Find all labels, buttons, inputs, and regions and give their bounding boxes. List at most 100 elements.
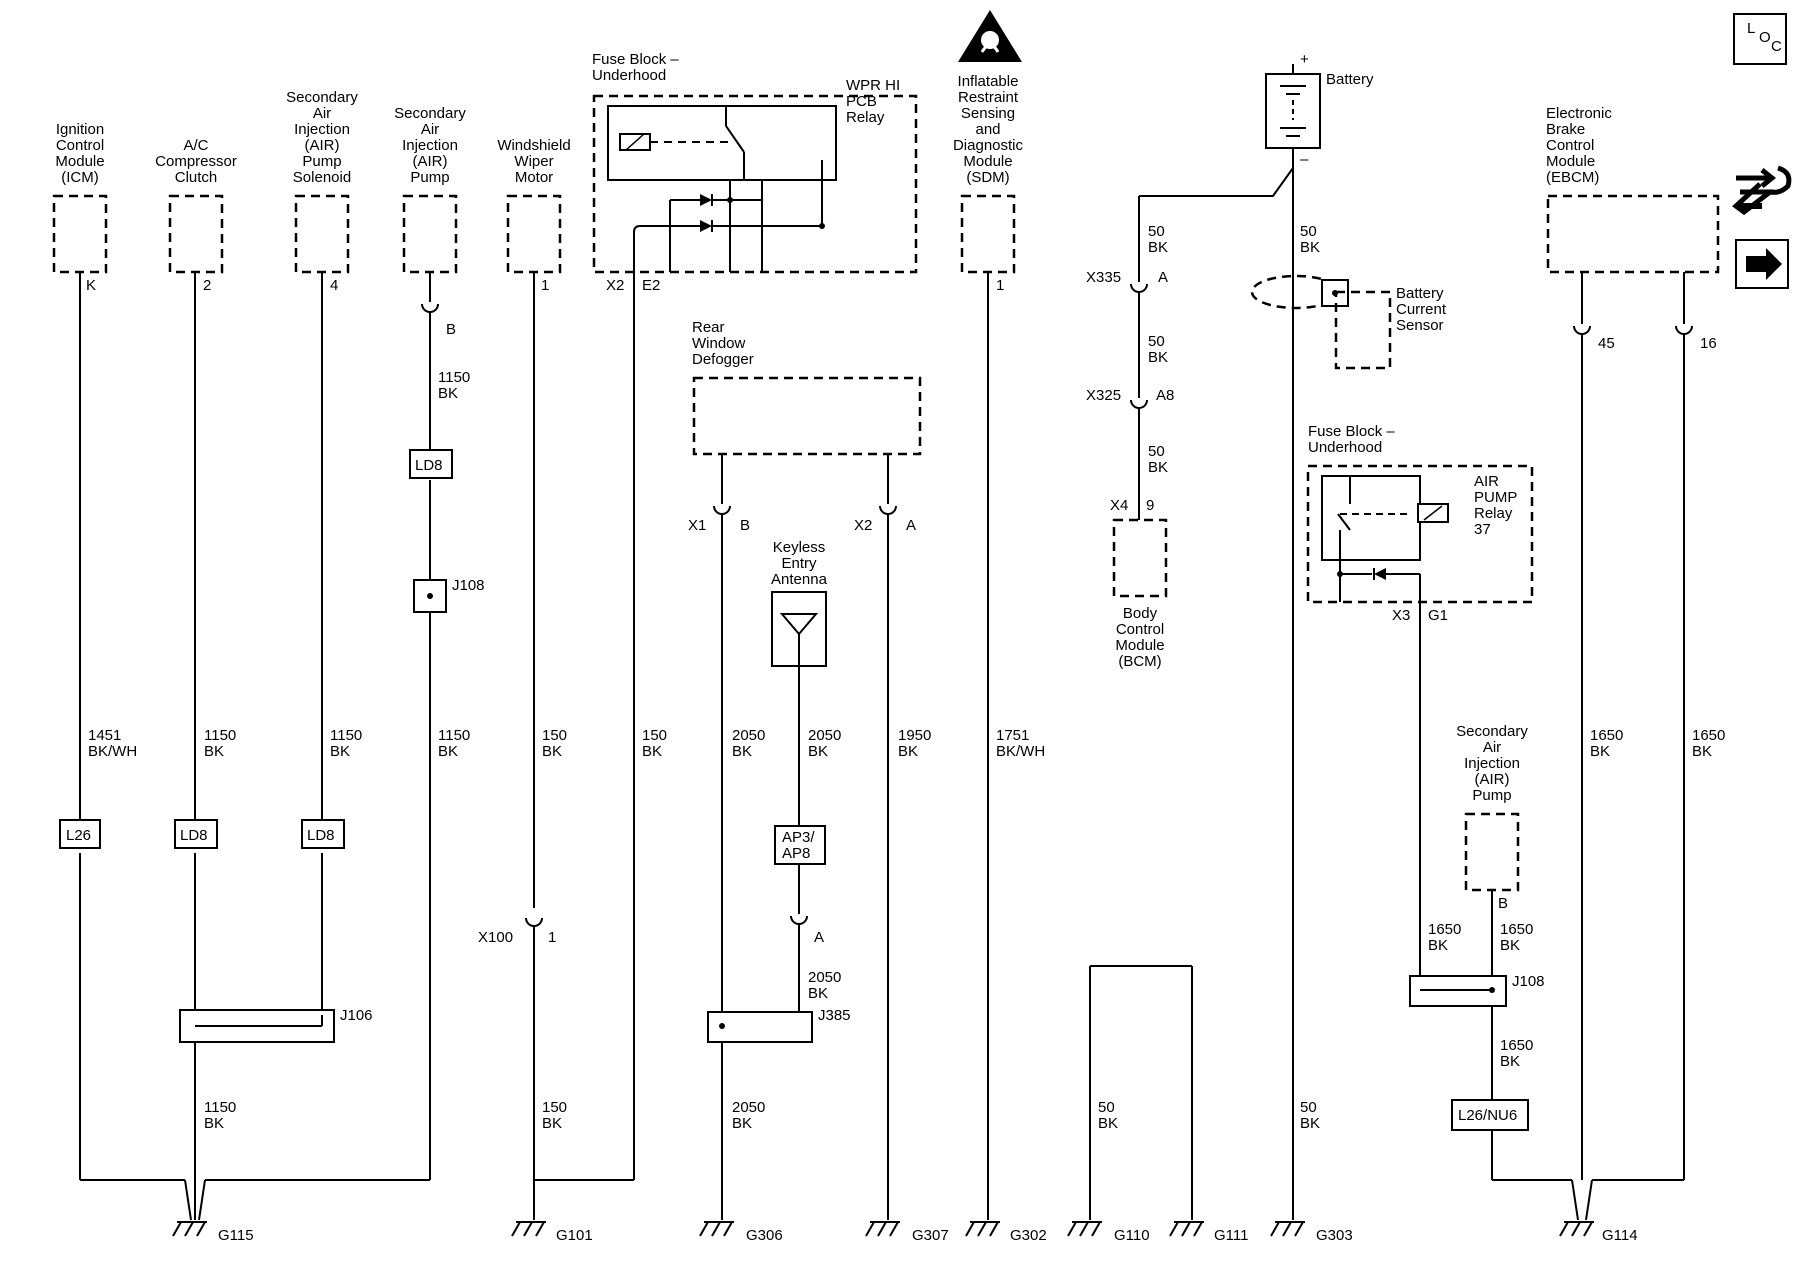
- component-label-fuse-block-top: Fuse Block –: [592, 51, 679, 68]
- wire-label-wiper-bot: 150: [542, 1099, 567, 1116]
- component-label-air-pump-right: Injection: [1464, 755, 1520, 772]
- ground-symbol-g110: [1067, 1221, 1102, 1237]
- pin-label: 45: [1598, 335, 1615, 352]
- component-label-wiper-motor: Motor: [515, 169, 553, 186]
- wire-label-air-bot: 1150: [438, 727, 470, 744]
- splice-j108: J108: [452, 577, 485, 594]
- wrench-icon[interactable]: [1732, 165, 1792, 216]
- option-ld8: LD8: [415, 457, 443, 474]
- option-l26: L26: [66, 827, 91, 844]
- wire-label-g110: 50: [1098, 1099, 1115, 1116]
- pin-label: X335: [1086, 269, 1121, 286]
- component-label-air-pump-left: Air: [421, 121, 439, 138]
- wire-label-ebcm16: 1650: [1692, 727, 1725, 744]
- pin-label: 2: [203, 277, 211, 294]
- component-label-icm: Control: [56, 137, 104, 154]
- battery-minus: –: [1300, 151, 1309, 168]
- component-label-ebcm: Electronic: [1546, 105, 1612, 122]
- wire-label-j108-bot: 1650: [1500, 1037, 1533, 1054]
- component-label-air-pump-left: Pump: [410, 169, 449, 186]
- loc-letter: O: [1759, 29, 1771, 46]
- wire-label-defog-bot: 2050: [732, 1099, 765, 1116]
- wire-label-ac: BK: [204, 743, 224, 760]
- component-label-fuse-block-right: Fuse Block –: [1308, 423, 1395, 440]
- component-label-air-solenoid: Secondary: [286, 89, 358, 106]
- component-label-keyless-antenna: Keyless: [773, 539, 826, 556]
- component-label-current-sensor: Battery: [1396, 285, 1444, 302]
- wire-label-batt-bot: 50: [1300, 1099, 1317, 1116]
- component-label-rear-defogger: Rear: [692, 319, 725, 336]
- ground-symbol-g111: [1169, 1221, 1204, 1237]
- pin-label: 1: [548, 929, 556, 946]
- ground-symbol-g101: [511, 1221, 546, 1237]
- pin-label: X1: [688, 517, 706, 534]
- pin-label: 1: [541, 277, 549, 294]
- component-label-icm: Module: [55, 153, 104, 170]
- component-label-sdm: Module: [963, 153, 1012, 170]
- wire-label-j108-bot: BK: [1500, 1053, 1520, 1070]
- wire-label-icm: BK/WH: [88, 743, 137, 760]
- component-label-air-pump-right: Pump: [1472, 787, 1511, 804]
- component-label-bcm: Module: [1115, 637, 1164, 654]
- component-label-sdm: Restraint: [958, 89, 1019, 106]
- pin-label: 1: [996, 277, 1004, 294]
- wire-label-sol: 1150: [330, 727, 362, 744]
- component-label-wpr-relay: WPR HI: [846, 77, 900, 94]
- loc-icon[interactable]: L O C: [1733, 13, 1787, 65]
- ground-symbol-g302: [965, 1221, 1000, 1237]
- component-label-battery: Battery: [1326, 71, 1374, 88]
- wire-label-air-pump-out: 1650: [1500, 921, 1533, 938]
- ground-labels: G115 G101 G306 G307 G302 G110 G111 G303 …: [218, 1227, 1638, 1244]
- wire-label-air-relay-out: 1650: [1428, 921, 1461, 938]
- component-label-ebcm: (EBCM): [1546, 169, 1599, 186]
- ground-symbol-g307: [865, 1221, 900, 1237]
- component-label-sdm: (SDM): [966, 169, 1009, 186]
- pin-label: B: [446, 321, 456, 338]
- component-label-ebcm: Control: [1546, 137, 1594, 154]
- wire-label-fuse-e2: 150: [642, 727, 667, 744]
- wire-label-g115: BK: [204, 1115, 224, 1132]
- wiring: [52, 64, 1720, 1221]
- wire-label-bcm3: BK: [1148, 459, 1168, 476]
- option-ap8: AP8: [782, 845, 810, 862]
- wire-label-defog-bot: BK: [732, 1115, 752, 1132]
- splice-j385: J385: [818, 1007, 851, 1024]
- pin-label: X3: [1392, 607, 1410, 624]
- wire-label-ant-bot: 2050: [808, 969, 841, 986]
- pin-label: X325: [1086, 387, 1121, 404]
- wire-label-bcm1: 50: [1148, 223, 1165, 240]
- pin-label: 16: [1700, 335, 1717, 352]
- component-label-keyless-antenna: Entry: [781, 555, 817, 572]
- component-label-rear-defogger: Defogger: [692, 351, 754, 368]
- component-label-wpr-relay: PCB: [846, 93, 877, 110]
- ground-g306: G306: [746, 1227, 783, 1244]
- ground-g307: G307: [912, 1227, 949, 1244]
- option-l26-nu6: L26/NU6: [1458, 1107, 1517, 1124]
- wire-label-ant-top: BK: [808, 743, 828, 760]
- next-arrow-icon[interactable]: [1735, 239, 1789, 289]
- component-label-ac-clutch: Compressor: [155, 153, 237, 170]
- option-ld8: LD8: [307, 827, 335, 844]
- loc-letter: C: [1771, 38, 1782, 55]
- wire-label-ebcm45: BK: [1590, 743, 1610, 760]
- wire-label-batt-bot: BK: [1300, 1115, 1320, 1132]
- component-label-air-solenoid: Injection: [294, 121, 350, 138]
- option-ld8: LD8: [180, 827, 208, 844]
- wire-label-ant-bot: BK: [808, 985, 828, 1002]
- component-label-air-pump-right: Secondary: [1456, 723, 1528, 740]
- component-label-icm: (ICM): [61, 169, 99, 186]
- component-label-keyless-antenna: Antenna: [771, 571, 828, 588]
- pin-label: A: [1158, 269, 1168, 286]
- component-label-air-pump-right: (AIR): [1475, 771, 1510, 788]
- component-label-air-solenoid: Air: [313, 105, 331, 122]
- wire-label-icm: 1451: [88, 727, 121, 744]
- wire-labels: 1451BK/WH1150BK1150BK1150BK1150BK150BK15…: [88, 223, 1725, 1132]
- ground-g101: G101: [556, 1227, 593, 1244]
- ground-symbol-g303: [1270, 1221, 1305, 1237]
- component-label-bcm: Control: [1116, 621, 1164, 638]
- component-label-ac-clutch: A/C: [183, 137, 208, 154]
- component-label-air-pump-right: Air: [1483, 739, 1501, 756]
- esd-warning-icon: [958, 10, 1022, 62]
- ground-g115: G115: [218, 1227, 254, 1244]
- pin-label: E2: [642, 277, 660, 294]
